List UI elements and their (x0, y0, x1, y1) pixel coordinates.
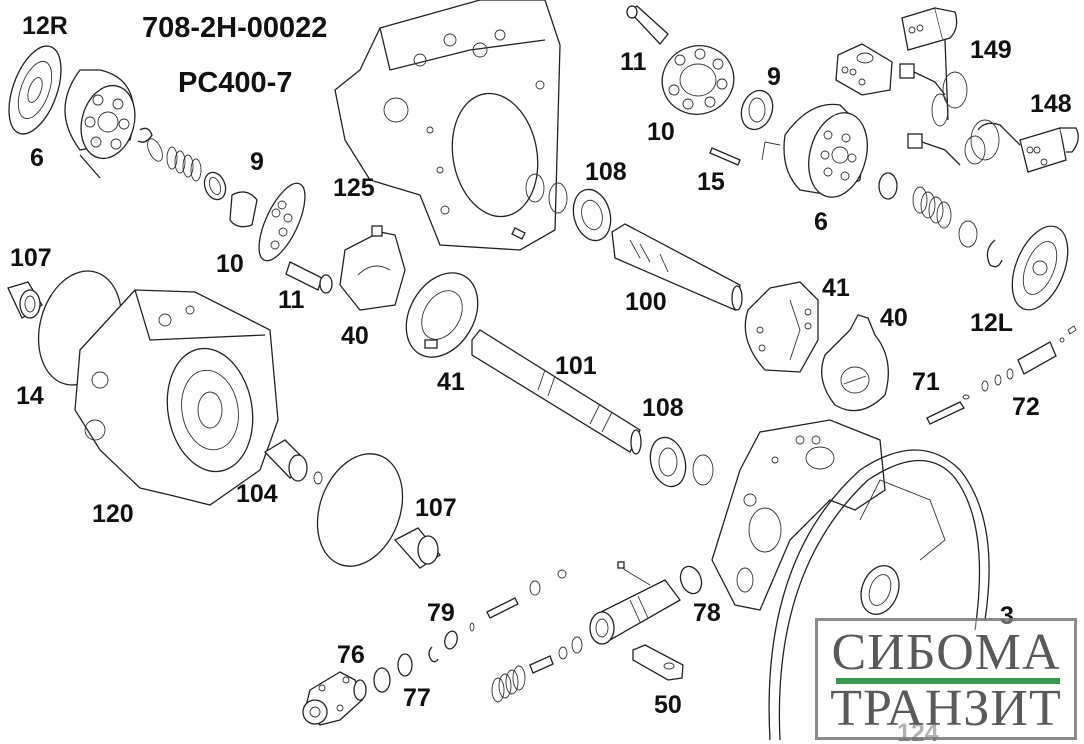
callout-6-left: 6 (30, 144, 44, 172)
watermark-accent-line (836, 678, 1060, 684)
callout-15: 15 (697, 168, 725, 196)
callout-108-lower: 108 (642, 394, 684, 422)
callout-50: 50 (654, 691, 682, 719)
callout-41-left: 41 (437, 368, 465, 396)
part-connector-lower (907, 133, 961, 166)
part-101-drive-shaft (471, 329, 642, 455)
callout-78: 78 (693, 599, 721, 627)
callout-6-right: 6 (814, 208, 828, 236)
part-6-cylinder-block-right (783, 103, 868, 198)
part-spring-set-left (137, 127, 202, 182)
callout-100: 100 (625, 288, 667, 316)
callout-72: 72 (1012, 393, 1040, 421)
callout-14: 14 (16, 382, 44, 410)
part-40-cradle-left (339, 225, 406, 311)
callout-79: 79 (427, 599, 455, 627)
part-11-piston-right (626, 5, 669, 45)
part-72-plug (981, 325, 1077, 392)
callout-11-left: 11 (278, 286, 305, 314)
callout-107-left: 107 (10, 244, 52, 272)
part-104-needle-bearing (263, 439, 323, 485)
part-spring-lower (491, 636, 583, 703)
part-flywheel-housing-assembly (711, 419, 990, 741)
part-76-cover (302, 671, 367, 726)
part-41-swash-plate-right (744, 281, 819, 373)
part-77-o-rings (373, 653, 413, 693)
part-connector-upper (899, 63, 946, 96)
callout-9-right: 9 (767, 63, 781, 91)
part-40-cradle-right (821, 314, 889, 412)
callout-108-top: 108 (585, 158, 627, 186)
part-107-bearing-lower (393, 527, 441, 569)
callout-40-right: 40 (880, 304, 908, 332)
part-71-spool (926, 394, 970, 425)
callout-107-lower: 107 (415, 494, 457, 522)
part-9-bushing-right (740, 89, 774, 131)
callout-40-left: 40 (341, 322, 369, 350)
part-41-swash-plate-left (405, 272, 479, 358)
callout-11-right: 11 (620, 48, 647, 76)
part-108-bearing-lower (649, 436, 714, 488)
part-snap-ring-125 (525, 173, 568, 214)
part-120-pump-case (74, 289, 279, 506)
callout-120: 120 (92, 500, 134, 528)
part-108-bearing-top (572, 188, 612, 242)
part-pilot-pin (469, 569, 567, 632)
part-149-solenoid-valve (901, 7, 968, 127)
callout-76: 76 (337, 641, 365, 669)
model-title: PC400-7 (178, 67, 292, 99)
part-148-solenoid-valve (964, 119, 1079, 173)
watermark-logo: СИБОМА ТРАНЗИТ (815, 618, 1077, 740)
part-spring-set-right (878, 172, 1003, 268)
part-11-piston-left (285, 261, 333, 294)
part-125-housing (334, 0, 561, 251)
callout-12l: 12L (970, 309, 1013, 337)
callout-10-left: 10 (216, 250, 244, 278)
callout-148: 148 (1030, 90, 1072, 118)
part-o-ring-lower (316, 453, 404, 567)
callout-12r: 12R (22, 12, 68, 40)
part-78-o-ring (679, 565, 703, 595)
part-solenoid-block (835, 43, 893, 96)
part-10-retainer-plate-right (661, 45, 735, 115)
callout-125: 125 (333, 174, 375, 202)
part-10-retainer-plate-left (258, 182, 306, 262)
watermark-line-2: ТРАНЗИТ (830, 680, 1062, 737)
watermark-line-1: СИБОМА (831, 624, 1061, 681)
callout-149: 149 (970, 36, 1012, 64)
part-number-title: 708-2H-00022 (142, 12, 327, 44)
part-15-pin (709, 141, 781, 166)
part-9-bushing-left (203, 171, 258, 228)
part-79-ring-set (428, 630, 458, 663)
callout-3: 3 (1000, 602, 1014, 630)
part-107-bearing-left (7, 281, 43, 319)
callout-9-left: 9 (250, 148, 264, 176)
part-12l-valve-plate (1011, 225, 1069, 311)
part-100-drive-shaft (611, 223, 743, 311)
part-6-cylinder-block-left (64, 69, 136, 179)
callout-41-right: 41 (822, 274, 850, 302)
callout-71: 71 (912, 368, 940, 396)
callout-101: 101 (555, 352, 597, 380)
callout-10-right: 10 (647, 118, 675, 146)
part-50-block (632, 644, 684, 681)
callout-104: 104 (236, 480, 278, 508)
part-control-valve-body (589, 561, 681, 645)
part-12r-valve-plate (8, 45, 62, 135)
callout-77: 77 (403, 684, 431, 712)
